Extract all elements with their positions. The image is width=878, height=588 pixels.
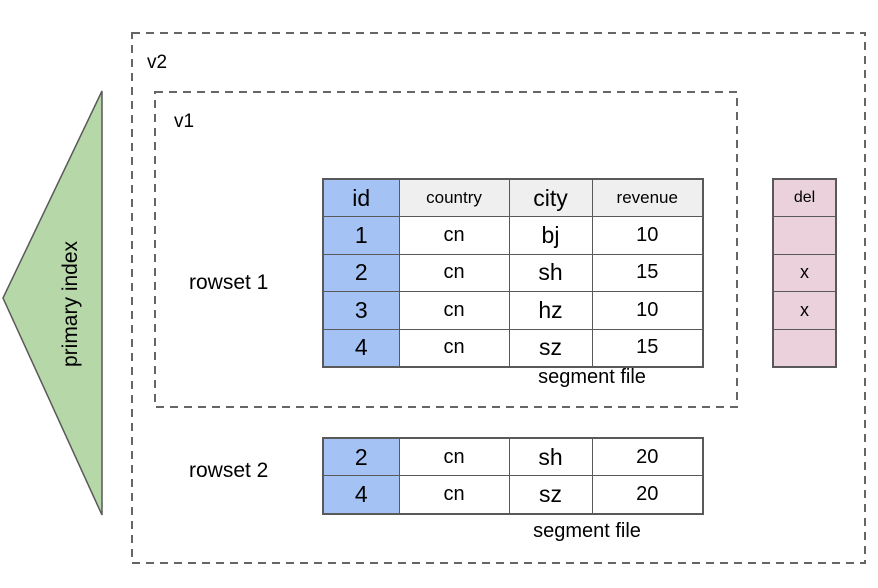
rowset1-header-row: id country city revenue [322, 178, 704, 218]
table-cell: cn [398, 475, 510, 515]
table-cell: 15 [591, 253, 704, 293]
del-cell-row3: x [772, 291, 837, 330]
rowset1-row-4: 4 cn sz 15 [322, 328, 704, 368]
rowset2-row-2: 4 cn sz 20 [322, 475, 704, 515]
rowset1-row-2: 2 cn sh 15 [322, 253, 704, 293]
v2-dashed-box [131, 32, 866, 564]
del-cell-row1 [772, 216, 837, 255]
del-cell-row4 [772, 328, 837, 368]
del-header-cell: del [772, 178, 837, 218]
table-cell: 4 [322, 328, 400, 368]
header-cell-id: id [322, 178, 400, 218]
v2-label: v2 [147, 52, 168, 73]
table-cell: hz [508, 291, 593, 330]
table-cell: sh [508, 253, 593, 293]
table-cell: bj [508, 216, 593, 255]
rowset2-segment-file-caption: segment file [533, 520, 641, 542]
rowset1-row-3: 3 cn hz 10 [322, 291, 704, 330]
header-cell-country: country [398, 178, 510, 218]
rowset2-table: 2 cn sh 20 4 cn sz 20 [322, 437, 704, 515]
table-cell: 2 [322, 253, 400, 293]
table-cell: 3 [322, 291, 400, 330]
v1-label: v1 [174, 111, 195, 132]
rowset2-label: rowset 2 [189, 459, 269, 482]
table-cell: 20 [591, 437, 704, 477]
rowset1-table: id country city revenue 1 cn bj 10 2 cn … [322, 178, 704, 368]
del-column: del x x [772, 178, 837, 368]
del-cell-row2: x [772, 253, 837, 293]
table-cell: cn [398, 253, 510, 293]
table-cell: cn [398, 437, 510, 477]
table-cell: cn [398, 328, 510, 368]
table-cell: sh [508, 437, 593, 477]
rowset1-row-1: 1 cn bj 10 [322, 216, 704, 255]
primary-index-triangle [2, 90, 103, 516]
table-cell: 15 [591, 328, 704, 368]
rowset2-row-1: 2 cn sh 20 [322, 437, 704, 477]
table-cell: 4 [322, 475, 400, 515]
table-cell: 10 [591, 291, 704, 330]
table-cell: 20 [591, 475, 704, 515]
table-cell: cn [398, 291, 510, 330]
rowset1-segment-file-caption: segment file [538, 366, 646, 388]
table-cell: 10 [591, 216, 704, 255]
table-cell: 2 [322, 437, 400, 477]
table-cell: cn [398, 216, 510, 255]
rowset1-label: rowset 1 [189, 271, 269, 294]
header-cell-city: city [508, 178, 593, 218]
table-cell: 1 [322, 216, 400, 255]
table-cell: sz [508, 328, 593, 368]
table-cell: sz [508, 475, 593, 515]
primary-index-label: primary index [59, 240, 82, 368]
header-cell-revenue: revenue [591, 178, 704, 218]
